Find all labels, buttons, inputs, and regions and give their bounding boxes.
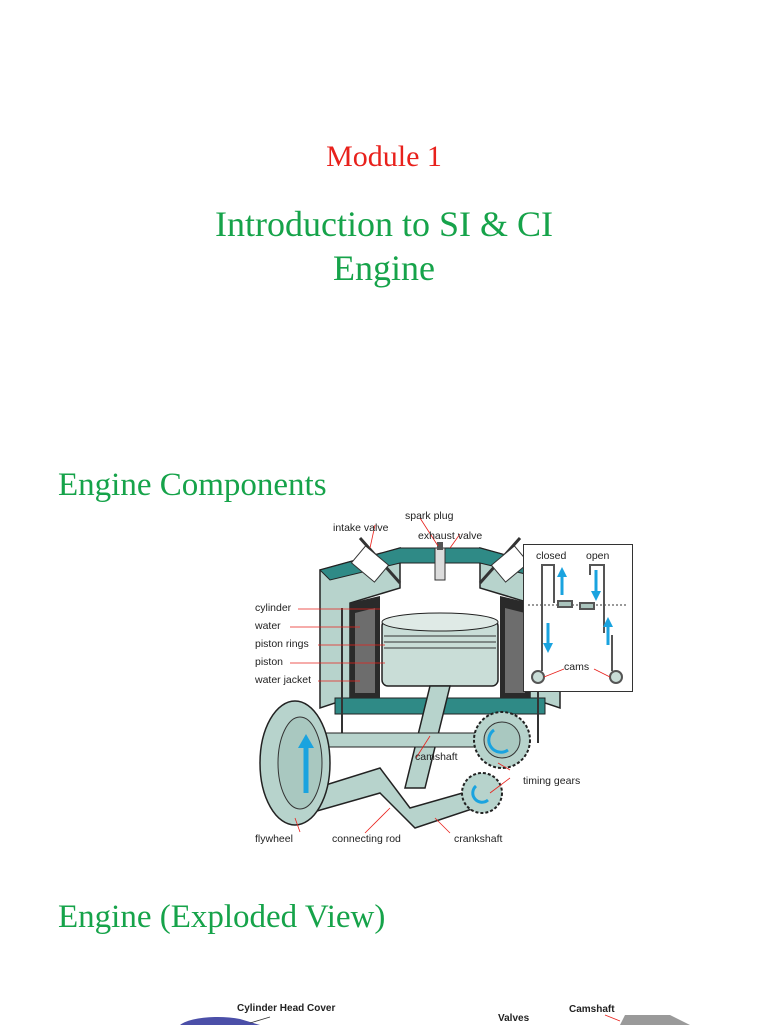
flywheel: [259, 700, 331, 826]
label-crankshaft: crankshaft: [454, 833, 503, 845]
inset-label-closed: closed: [536, 550, 567, 562]
section-heading-exploded-view: Engine (Exploded View): [58, 899, 386, 935]
valve-inset-box: closed open cams: [523, 544, 633, 692]
label-flywheel: flywheel: [255, 833, 293, 845]
page-title-line-1: Introduction to SI & CI: [215, 204, 553, 244]
label-exhaust-valve: exhaust valve: [418, 530, 483, 542]
label-cylinder: cylinder: [255, 602, 292, 614]
valves: [350, 537, 530, 584]
timing-gears: [461, 711, 531, 814]
label-water: water: [255, 620, 281, 632]
label-valves: Valves: [498, 1013, 530, 1024]
piston: [381, 612, 499, 687]
water-jacket: [350, 596, 530, 698]
head-cover-shape: [180, 1017, 260, 1025]
label-spark-plug: spark plug: [405, 510, 454, 522]
label-timing-gears: timing gears: [523, 775, 581, 787]
exploded-view-svg: [180, 1014, 690, 1025]
page-title-line-2: Engine: [333, 248, 435, 288]
section-heading-engine-components: Engine Components: [58, 467, 327, 503]
label-camshaft: camshaft: [415, 751, 458, 763]
label-piston: piston: [255, 656, 284, 668]
inset-label-open: open: [586, 550, 610, 562]
label-piston-rings: piston rings: [255, 638, 309, 650]
label-cylinder-head-cover: Cylinder Head Cover: [237, 1003, 336, 1014]
camshaft-shape: [620, 1015, 690, 1025]
engine-illustration: [259, 517, 561, 834]
inset-label-cams: cams: [564, 661, 590, 673]
spark-plug: [434, 542, 446, 581]
page-title: Introduction to SI & CI Engine: [0, 202, 768, 290]
exploded-view-illustration: [150, 1012, 768, 1025]
module-number: Module 1: [326, 140, 442, 173]
label-camshaft-exploded: Camshaft: [569, 1004, 615, 1015]
label-water-jacket: water jacket: [255, 674, 312, 686]
leader-lines: [290, 517, 511, 834]
engine-components-diagram: spark plug intake valve exhaust valve cy…: [240, 508, 640, 853]
label-intake-valve: intake valve: [333, 522, 389, 534]
valve-inset-illustration: [528, 564, 628, 684]
label-connecting-rod: connecting rod: [332, 833, 401, 845]
